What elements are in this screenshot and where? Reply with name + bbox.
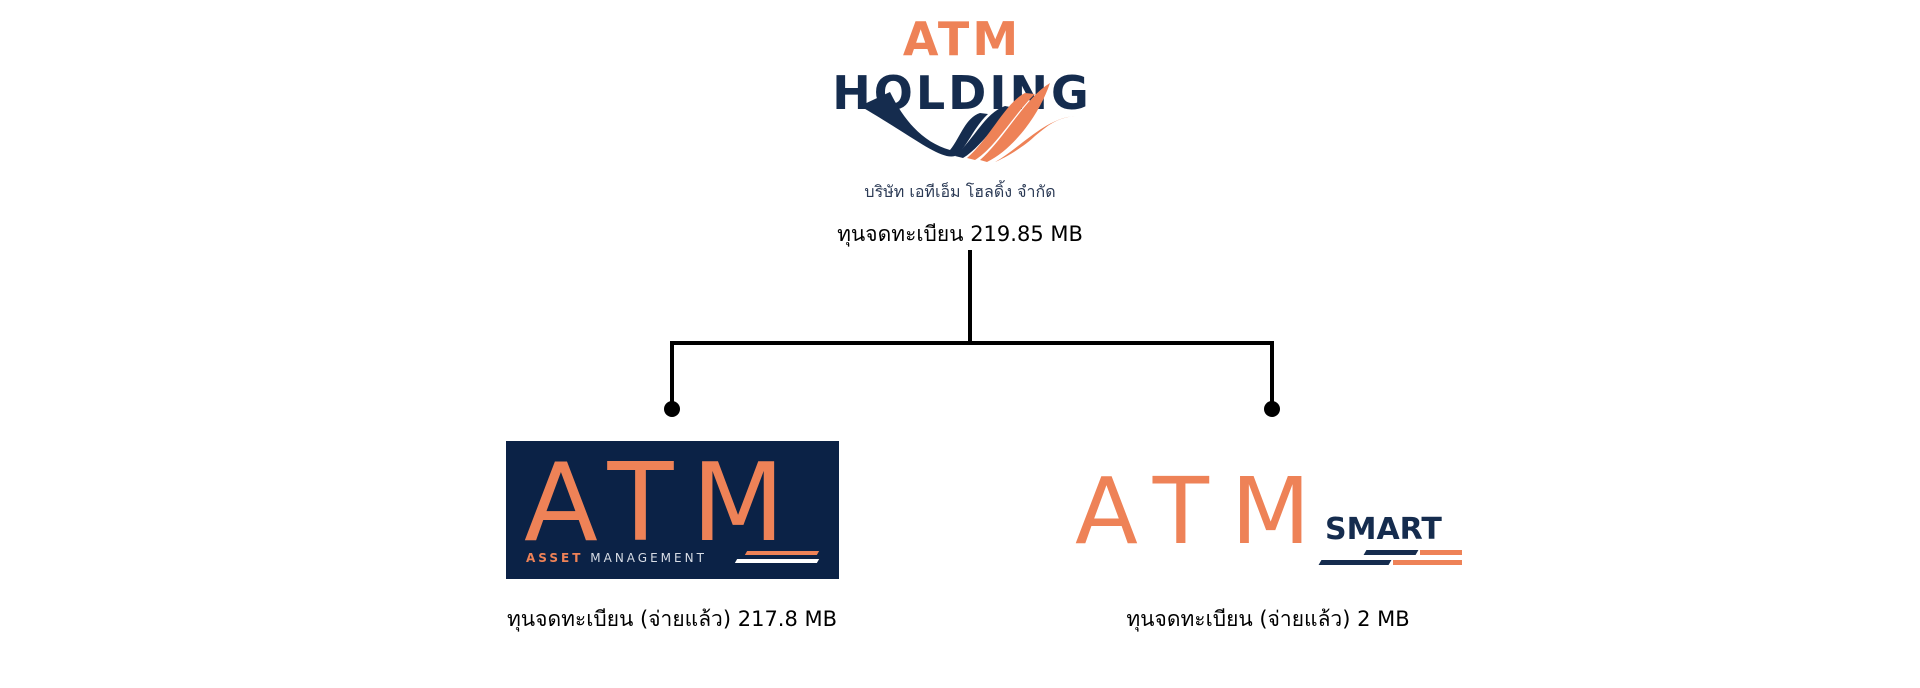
connector-left	[670, 341, 674, 407]
atm-asset-management-logo: ATM ASSET MANAGEMENT	[506, 441, 839, 579]
asset-management-capital: ทุนจดทะเบียน (จ่ายแล้ว) 217.8 MB	[506, 607, 838, 631]
logo-accent: ATM	[902, 12, 1022, 66]
holding-capital: ทุนจดทะเบียน 219.85 MB	[837, 222, 1083, 246]
company-thai-name: บริษัท เอทีเอ็ม โฮลดิ้ง จำกัด	[864, 182, 1056, 201]
logo-text: ATM	[524, 441, 803, 566]
atm-holding-bird-logo	[860, 83, 1075, 162]
atm-smart-logo: ATM SMART	[1075, 462, 1475, 572]
connector-horizontal	[670, 341, 1274, 345]
connector-right	[1270, 341, 1274, 407]
logo-text: ATM	[1075, 458, 1333, 565]
logo-subtitle: SMART	[1325, 512, 1442, 547]
logo-subtitle-accent: ASSET	[526, 551, 584, 565]
connector-vertical	[968, 250, 972, 345]
logo-subtitle: MANAGEMENT	[590, 551, 707, 565]
connector-dot-left	[664, 401, 680, 417]
connector-dot-right	[1264, 401, 1280, 417]
atm-smart-capital: ทุนจดทะเบียน (จ่ายแล้ว) 2 MB	[1126, 607, 1410, 631]
